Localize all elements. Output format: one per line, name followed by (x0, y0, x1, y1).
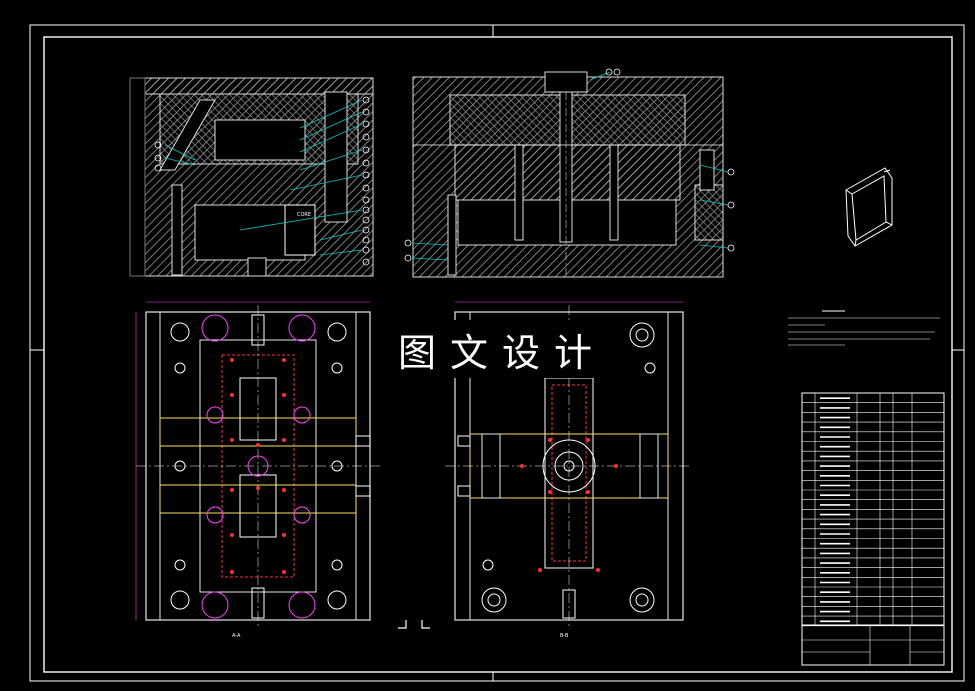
core-label: CORE (297, 212, 311, 218)
parts-list-table (801, 392, 945, 666)
plan-view-moving-half: A-A (135, 301, 380, 639)
section-view-b (404, 68, 735, 278)
plan-view-fixed-half: B-B (398, 301, 690, 639)
part-isometric-view (845, 167, 893, 247)
section-b-label: B-B (560, 633, 569, 639)
section-view-a: CORE (129, 77, 374, 277)
watermark-text: 图文设计 (397, 330, 606, 375)
drawing-frame (29, 24, 965, 682)
technical-requirements-block (788, 310, 940, 346)
watermark-banner: 图文设计 (377, 320, 613, 378)
section-a-label: A-A (232, 633, 241, 639)
